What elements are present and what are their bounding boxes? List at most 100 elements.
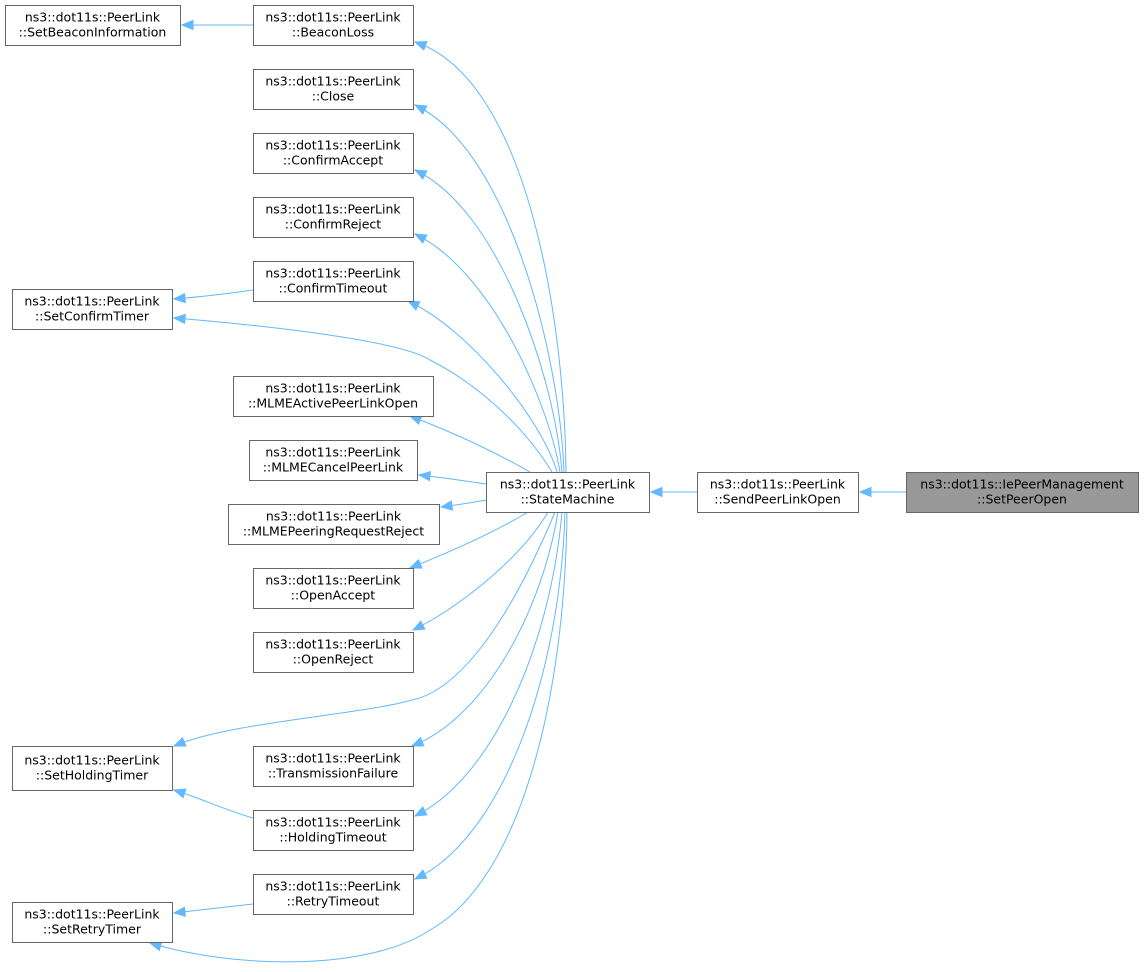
node-method-label: ::MLMEPeeringRequestReject — [243, 524, 424, 539]
node-namespace-label: ns3::dot11s::PeerLink — [265, 138, 401, 153]
arrowhead — [148, 941, 163, 952]
node-confirmTimeout[interactable]: ns3::dot11s::PeerLink::ConfirmTimeout — [253, 261, 414, 302]
edge-line — [414, 169, 563, 473]
edge-setPeerOpen-to-sendPeerLinkOpen — [858, 486, 907, 498]
node-method-label: ::ConfirmReject — [285, 217, 382, 232]
node-namespace-label: ns3::dot11s::PeerLink — [265, 751, 401, 766]
arrowhead — [410, 736, 425, 747]
node-openAccept[interactable]: ns3::dot11s::PeerLink::OpenAccept — [253, 568, 414, 609]
node-method-label: ::ConfirmAccept — [283, 153, 383, 168]
arrowhead — [411, 620, 426, 631]
node-method-label: ::Close — [312, 89, 355, 104]
node-retryTimeout[interactable]: ns3::dot11s::PeerLink::RetryTimeout — [253, 874, 414, 915]
node-namespace-label: ns3::dot11s::PeerLink — [265, 266, 401, 281]
node-box — [233, 376, 434, 417]
node-setPeerOpen[interactable]: ns3::dot11s::IePeerManagement::SetPeerOp… — [906, 472, 1139, 513]
edge-stateMachine-to-confirmAccept — [413, 169, 563, 473]
node-box — [253, 133, 414, 174]
edge-line — [173, 903, 254, 914]
node-beaconLoss[interactable]: ns3::dot11s::PeerLink::BeaconLoss — [253, 5, 414, 46]
node-mlmePeering[interactable]: ns3::dot11s::PeerLink::MLMEPeeringReques… — [228, 504, 440, 545]
node-method-label: ::SetHoldingTimer — [36, 768, 149, 783]
node-namespace-label: ns3::dot11s::PeerLink — [265, 573, 401, 588]
node-confirmAccept[interactable]: ns3::dot11s::PeerLink::ConfirmAccept — [253, 133, 414, 174]
arrowhead — [408, 415, 423, 426]
edge-line — [173, 789, 254, 819]
node-method-label: ::ConfirmTimeout — [279, 281, 388, 296]
edge-line — [414, 104, 565, 473]
node-box — [12, 289, 173, 330]
arrowhead — [413, 869, 428, 880]
edge-stateMachine-to-beaconLoss — [413, 41, 567, 473]
arrowhead — [172, 736, 187, 747]
node-close[interactable]: ns3::dot11s::PeerLink::Close — [253, 69, 414, 110]
node-namespace-label: ns3::dot11s::PeerLink — [24, 294, 160, 309]
node-namespace-label: ns3::dot11s::PeerLink — [25, 10, 161, 25]
node-setConfirmTimer[interactable]: ns3::dot11s::PeerLink::SetConfirmTimer — [12, 289, 173, 330]
node-method-label: ::HoldingTimeout — [279, 830, 386, 845]
edge-stateMachine-to-transmissionFailure — [410, 511, 559, 747]
node-box — [12, 746, 173, 791]
arrowhead — [417, 470, 431, 482]
node-box — [12, 902, 173, 943]
node-method-label: ::OpenReject — [293, 652, 374, 667]
node-sendPeerLinkOpen[interactable]: ns3::dot11s::PeerLink::SendPeerLinkOpen — [697, 472, 859, 513]
arrowhead — [172, 788, 187, 799]
node-namespace-label: ns3::dot11s::PeerLink — [265, 637, 401, 652]
node-method-label: ::SetPeerOpen — [977, 492, 1067, 507]
node-mlmeActive[interactable]: ns3::dot11s::PeerLink::MLMEActivePeerLin… — [233, 376, 434, 417]
arrowhead — [649, 486, 663, 498]
edges-layer — [148, 19, 907, 963]
edge-beaconLoss-to-setBeaconInformation — [180, 19, 253, 31]
node-namespace-label: ns3::dot11s::PeerLink — [710, 477, 846, 492]
node-box — [253, 5, 414, 46]
node-box — [253, 874, 414, 915]
node-setHoldingTimer[interactable]: ns3::dot11s::PeerLink::SetHoldingTimer — [12, 746, 173, 791]
edge-retryTimeout-to-setRetryTimer — [172, 903, 254, 917]
node-method-label: ::RetryTimeout — [287, 894, 380, 909]
node-box — [253, 746, 414, 787]
node-holdingTimeout[interactable]: ns3::dot11s::PeerLink::HoldingTimeout — [253, 810, 414, 851]
node-openReject[interactable]: ns3::dot11s::PeerLink::OpenReject — [253, 632, 414, 673]
node-transmissionFailure[interactable]: ns3::dot11s::PeerLink::TransmissionFailu… — [253, 746, 414, 787]
edge-line — [411, 511, 559, 747]
node-box — [249, 440, 418, 481]
arrowhead — [180, 19, 194, 31]
node-box — [253, 197, 414, 238]
node-namespace-label: ns3::dot11s::PeerLink — [265, 381, 401, 396]
node-stateMachine[interactable]: ns3::dot11s::PeerLink::StateMachine — [486, 472, 650, 513]
edge-stateMachine-to-retryTimeout — [413, 511, 566, 880]
edge-line — [414, 233, 561, 473]
node-method-label: ::BeaconLoss — [292, 25, 374, 40]
edge-line — [173, 289, 254, 300]
edge-line — [409, 511, 529, 569]
node-box — [253, 69, 414, 110]
arrowhead — [413, 41, 428, 51]
edge-line — [173, 317, 553, 473]
edge-stateMachine-to-holdingTimeout — [413, 511, 563, 817]
edge-line — [414, 511, 563, 817]
node-confirmReject[interactable]: ns3::dot11s::PeerLink::ConfirmReject — [253, 197, 414, 238]
node-setBeaconInformation[interactable]: ns3::dot11s::PeerLink::SetBeaconInformat… — [5, 5, 181, 46]
node-box — [253, 810, 414, 851]
node-namespace-label: ns3::dot11s::PeerLink — [265, 202, 401, 217]
node-method-label: ::StateMachine — [521, 492, 615, 507]
node-box — [253, 568, 414, 609]
node-namespace-label: ns3::dot11s::PeerLink — [24, 753, 160, 768]
node-box — [697, 472, 859, 513]
node-box — [228, 504, 440, 545]
node-setRetryTimer[interactable]: ns3::dot11s::PeerLink::SetRetryTimer — [12, 902, 173, 943]
edge-stateMachine-to-mlmeCancel — [417, 470, 487, 485]
arrowhead — [413, 806, 428, 817]
edge-line — [412, 511, 549, 631]
node-namespace-label: ns3::dot11s::PeerLink — [265, 10, 401, 25]
edge-line — [173, 511, 556, 747]
node-method-label: ::SetConfirmTimer — [35, 309, 150, 324]
edge-stateMachine-to-openAccept — [408, 511, 529, 569]
node-namespace-label: ns3::dot11s::PeerLink — [265, 445, 401, 460]
edge-holdingTimeout-to-setHoldingTimer — [172, 788, 254, 819]
node-namespace-label: ns3::dot11s::PeerLink — [500, 477, 636, 492]
node-method-label: ::SendPeerLinkOpen — [714, 492, 841, 507]
node-mlmeCancel[interactable]: ns3::dot11s::PeerLink::MLMECancelPeerLin… — [249, 440, 418, 481]
